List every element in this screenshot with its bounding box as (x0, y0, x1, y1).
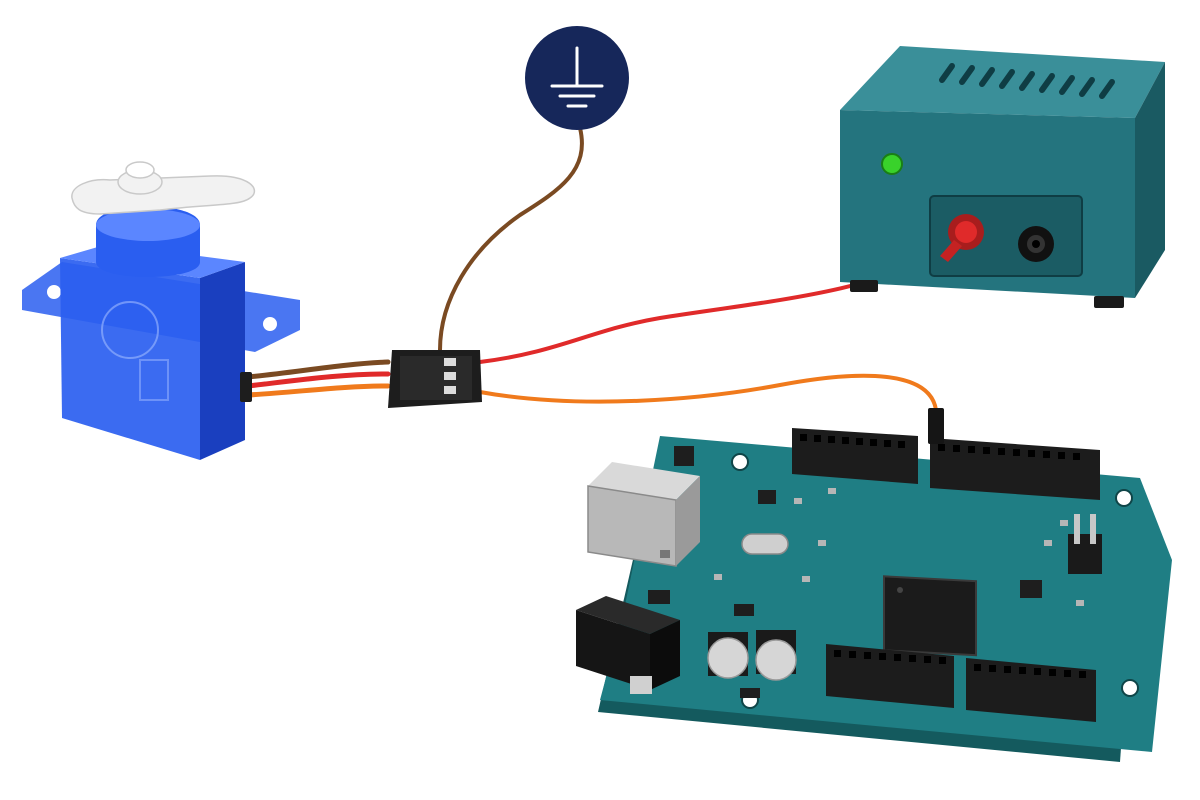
header-bottom-right (966, 658, 1096, 722)
dc-power-supply-icon (840, 46, 1165, 308)
dc-barrel-jack-icon (576, 596, 680, 694)
smd-passives (714, 488, 1084, 606)
board-hole-1 (731, 453, 749, 471)
microcontroller-board-icon (576, 408, 1172, 762)
jumper-header (1068, 514, 1102, 574)
ground-symbol-icon (525, 26, 629, 130)
three-pin-connector-icon (388, 350, 482, 408)
servo-mount-hole-left (47, 285, 61, 299)
servo-body-side (200, 262, 245, 460)
psu-vents (939, 63, 1115, 99)
smd-components (648, 446, 1042, 698)
usb-port-icon (587, 462, 700, 567)
micro-servo-motor-icon (22, 161, 300, 460)
servo-gear-outline (101, 301, 159, 359)
connector-pin-2 (444, 372, 456, 380)
connector-pin-1 (444, 358, 456, 366)
servo-bundle-brown (245, 359, 391, 380)
wires (245, 126, 942, 412)
psu-foot-right (1094, 296, 1124, 308)
connector-face (400, 356, 472, 400)
connector-pin-3 (444, 386, 456, 394)
capacitor-2 (755, 630, 797, 681)
signal-pin-plug (928, 408, 944, 444)
servo-bundle-red (245, 371, 391, 389)
crystal-oscillator (741, 533, 789, 555)
positive-red-terminal (940, 214, 984, 262)
header-top-right (930, 438, 1100, 500)
servo-tower-top (96, 209, 200, 241)
servo-inner-part (139, 359, 169, 401)
servo-horn (71, 175, 256, 215)
psu-foot-left (850, 280, 878, 292)
header-top-left (792, 428, 918, 484)
servo-horn-screw (125, 161, 155, 179)
microcontroller-chip-icon (883, 575, 977, 657)
servo-mount-hole-right (263, 317, 277, 331)
board-hole-3 (1121, 679, 1139, 697)
ground-wire (438, 126, 584, 352)
servo-wire-exit (240, 372, 252, 402)
capacitor-1 (707, 632, 749, 679)
psu-side (1135, 62, 1165, 298)
header-bottom-left (826, 644, 954, 708)
negative-black-terminal (1018, 226, 1054, 262)
power-indicator-led (881, 153, 903, 175)
signal-wire (478, 373, 938, 412)
servo-bundle-orange (245, 383, 391, 398)
board-hole-2 (1115, 489, 1133, 507)
